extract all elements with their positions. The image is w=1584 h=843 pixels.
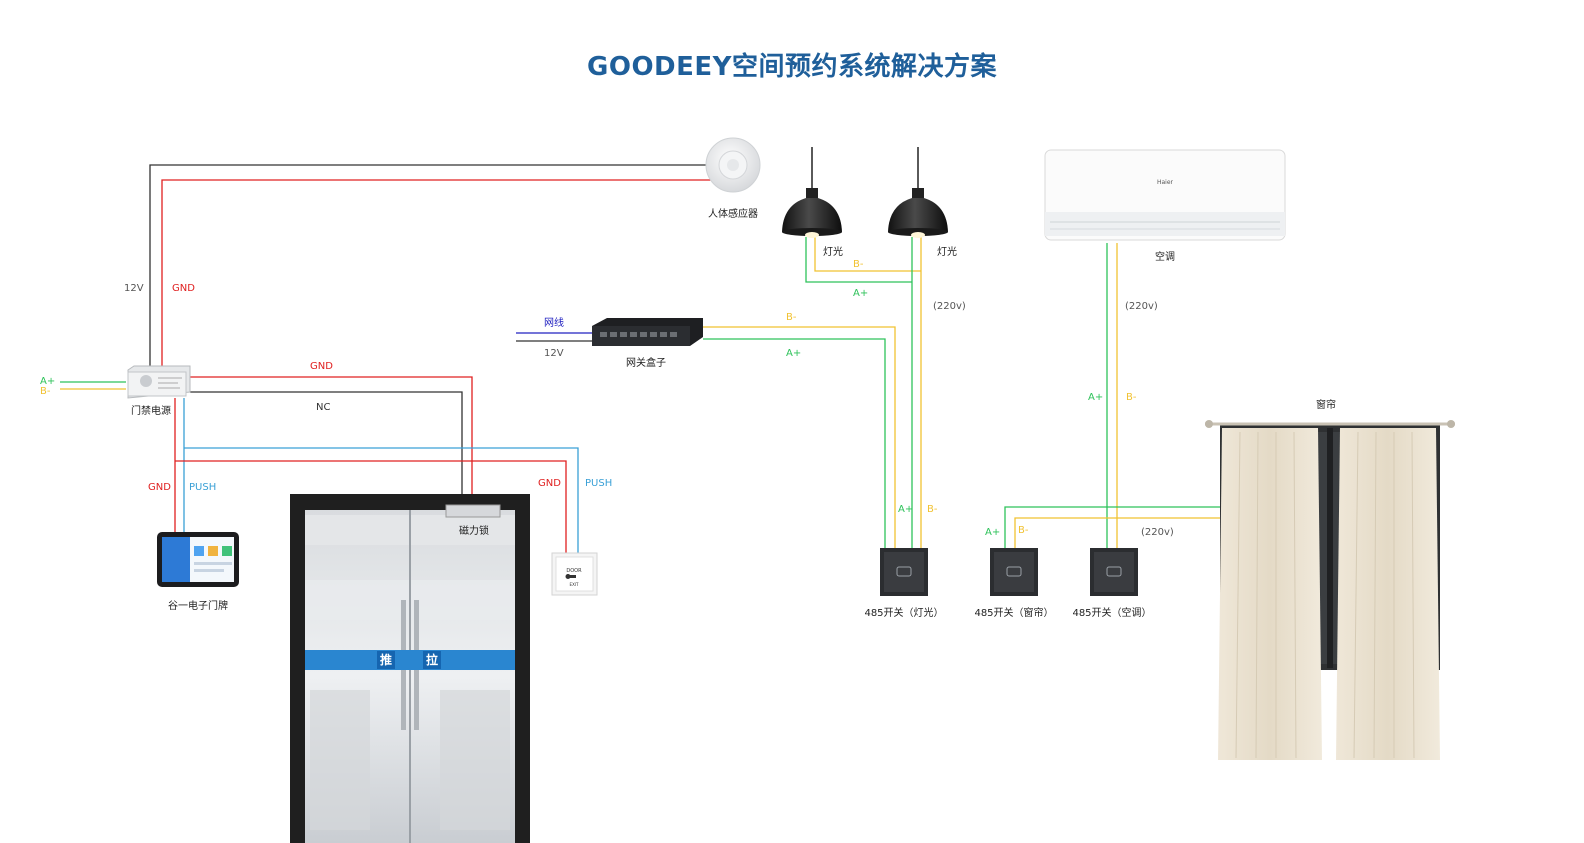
wire-gnd-exit	[175, 460, 567, 555]
light1-label: 灯光	[823, 245, 843, 258]
page-title: GOODEEY空间预约系统解决方案	[587, 52, 997, 82]
wire-push-exit	[184, 447, 579, 555]
exit-door-text: DOOR	[566, 568, 582, 574]
wire-a-plus-curtain	[1004, 506, 1222, 548]
ac-brand: Haier	[1157, 179, 1174, 186]
label-b-minus-curtain: B-	[1018, 525, 1029, 536]
label-gnd-doorplate: GND	[148, 482, 171, 493]
curtain-label: 窗帘	[1316, 398, 1336, 411]
key-icon	[566, 575, 576, 578]
label-b-minus-light: B-	[853, 259, 864, 270]
label-12v-gateway: 12V	[544, 348, 564, 359]
sensor-label: 人体感应器	[708, 207, 758, 220]
label-a-plus-switch1: A+	[898, 504, 913, 515]
gateway-box: 网关盒子	[592, 318, 703, 369]
switch-light: 485开关（灯光）	[864, 548, 944, 619]
maglock-label: 磁力锁	[459, 524, 489, 537]
wire-gnd-maglock	[190, 376, 473, 505]
label-network: 网线	[544, 316, 564, 329]
wire-b-minus-light	[814, 237, 921, 272]
wire-a-plus-gateway	[703, 338, 886, 548]
label-b-minus-switch1: B-	[927, 504, 938, 515]
exit-button: DOOR EXIT	[551, 552, 598, 596]
electronic-doorplate: 谷一电子门牌	[157, 532, 239, 612]
wires	[60, 164, 1222, 555]
label-220v-light: (220v)	[933, 301, 966, 312]
switch-ac-label: 485开关（空调）	[1072, 606, 1151, 619]
label-12v-power: 12V	[124, 283, 144, 294]
wire-gnd-sensor	[161, 179, 712, 368]
lamp-icon	[782, 198, 842, 232]
label-gnd-exit: GND	[538, 478, 561, 489]
switch-curtain: 485开关（窗帘）	[974, 548, 1054, 619]
wire-12v-sensor	[149, 164, 712, 368]
door-pull-label: 拉	[426, 652, 438, 667]
label-a-plus-light: A+	[853, 288, 868, 299]
label-b-minus-gateway: B-	[786, 312, 797, 323]
label-b-minus-left: B-	[40, 386, 51, 397]
label-220v-ac: (220v)	[1125, 301, 1158, 312]
label-push-doorplate: PUSH	[189, 482, 216, 493]
switch-icon	[1006, 566, 1022, 577]
label-a-plus-left: A+	[40, 376, 55, 387]
switch-icon	[896, 566, 912, 577]
label-push-exit: PUSH	[585, 478, 612, 489]
wire-a-plus-light	[805, 237, 912, 283]
label-a-plus-gateway: A+	[786, 348, 801, 359]
glass-door: 推 拉 磁力锁	[290, 494, 530, 843]
wire-nc-maglock	[190, 391, 463, 505]
power-label: 门禁电源	[131, 404, 171, 417]
label-gnd-power: GND	[172, 283, 195, 294]
label-a-plus-curtain: A+	[985, 527, 1000, 538]
door-push-label: 推	[380, 652, 392, 667]
pendant-lamp-2: 灯光	[888, 147, 957, 258]
curtain: 窗帘	[1205, 398, 1455, 760]
air-conditioner: Haier 空调	[1044, 149, 1286, 263]
wire-b-minus-curtain	[1014, 517, 1222, 548]
doorplate-label: 谷一电子门牌	[168, 599, 228, 612]
label-220v-curtain: (220v)	[1141, 527, 1174, 538]
maglock	[445, 504, 501, 518]
pendant-lamp-1: 灯光	[782, 147, 843, 258]
switch-light-label: 485开关（灯光）	[864, 606, 943, 619]
label-b-minus-ac: B-	[1126, 392, 1137, 403]
motion-sensor: 人体感应器	[705, 137, 761, 220]
label-a-plus-ac: A+	[1088, 392, 1103, 403]
switch-ac: 485开关（空调）	[1072, 548, 1152, 619]
wire-labels: 12V GND A+ B- GND NC GND PUSH GND PUSH 网…	[40, 259, 1174, 538]
switch-curtain-label: 485开关（窗帘）	[974, 606, 1053, 619]
exit-exit-text: EXIT	[570, 582, 579, 587]
light2-label: 灯光	[937, 245, 957, 258]
gateway-label: 网关盒子	[626, 356, 666, 369]
lamp-icon	[888, 198, 948, 232]
door-power-supply: 门禁电源	[127, 365, 191, 417]
label-gnd-maglock: GND	[310, 361, 333, 372]
switch-icon	[1106, 566, 1122, 577]
ac-label: 空调	[1155, 250, 1175, 263]
label-nc-maglock: NC	[316, 402, 330, 413]
wire-b-minus-gateway	[703, 326, 896, 548]
